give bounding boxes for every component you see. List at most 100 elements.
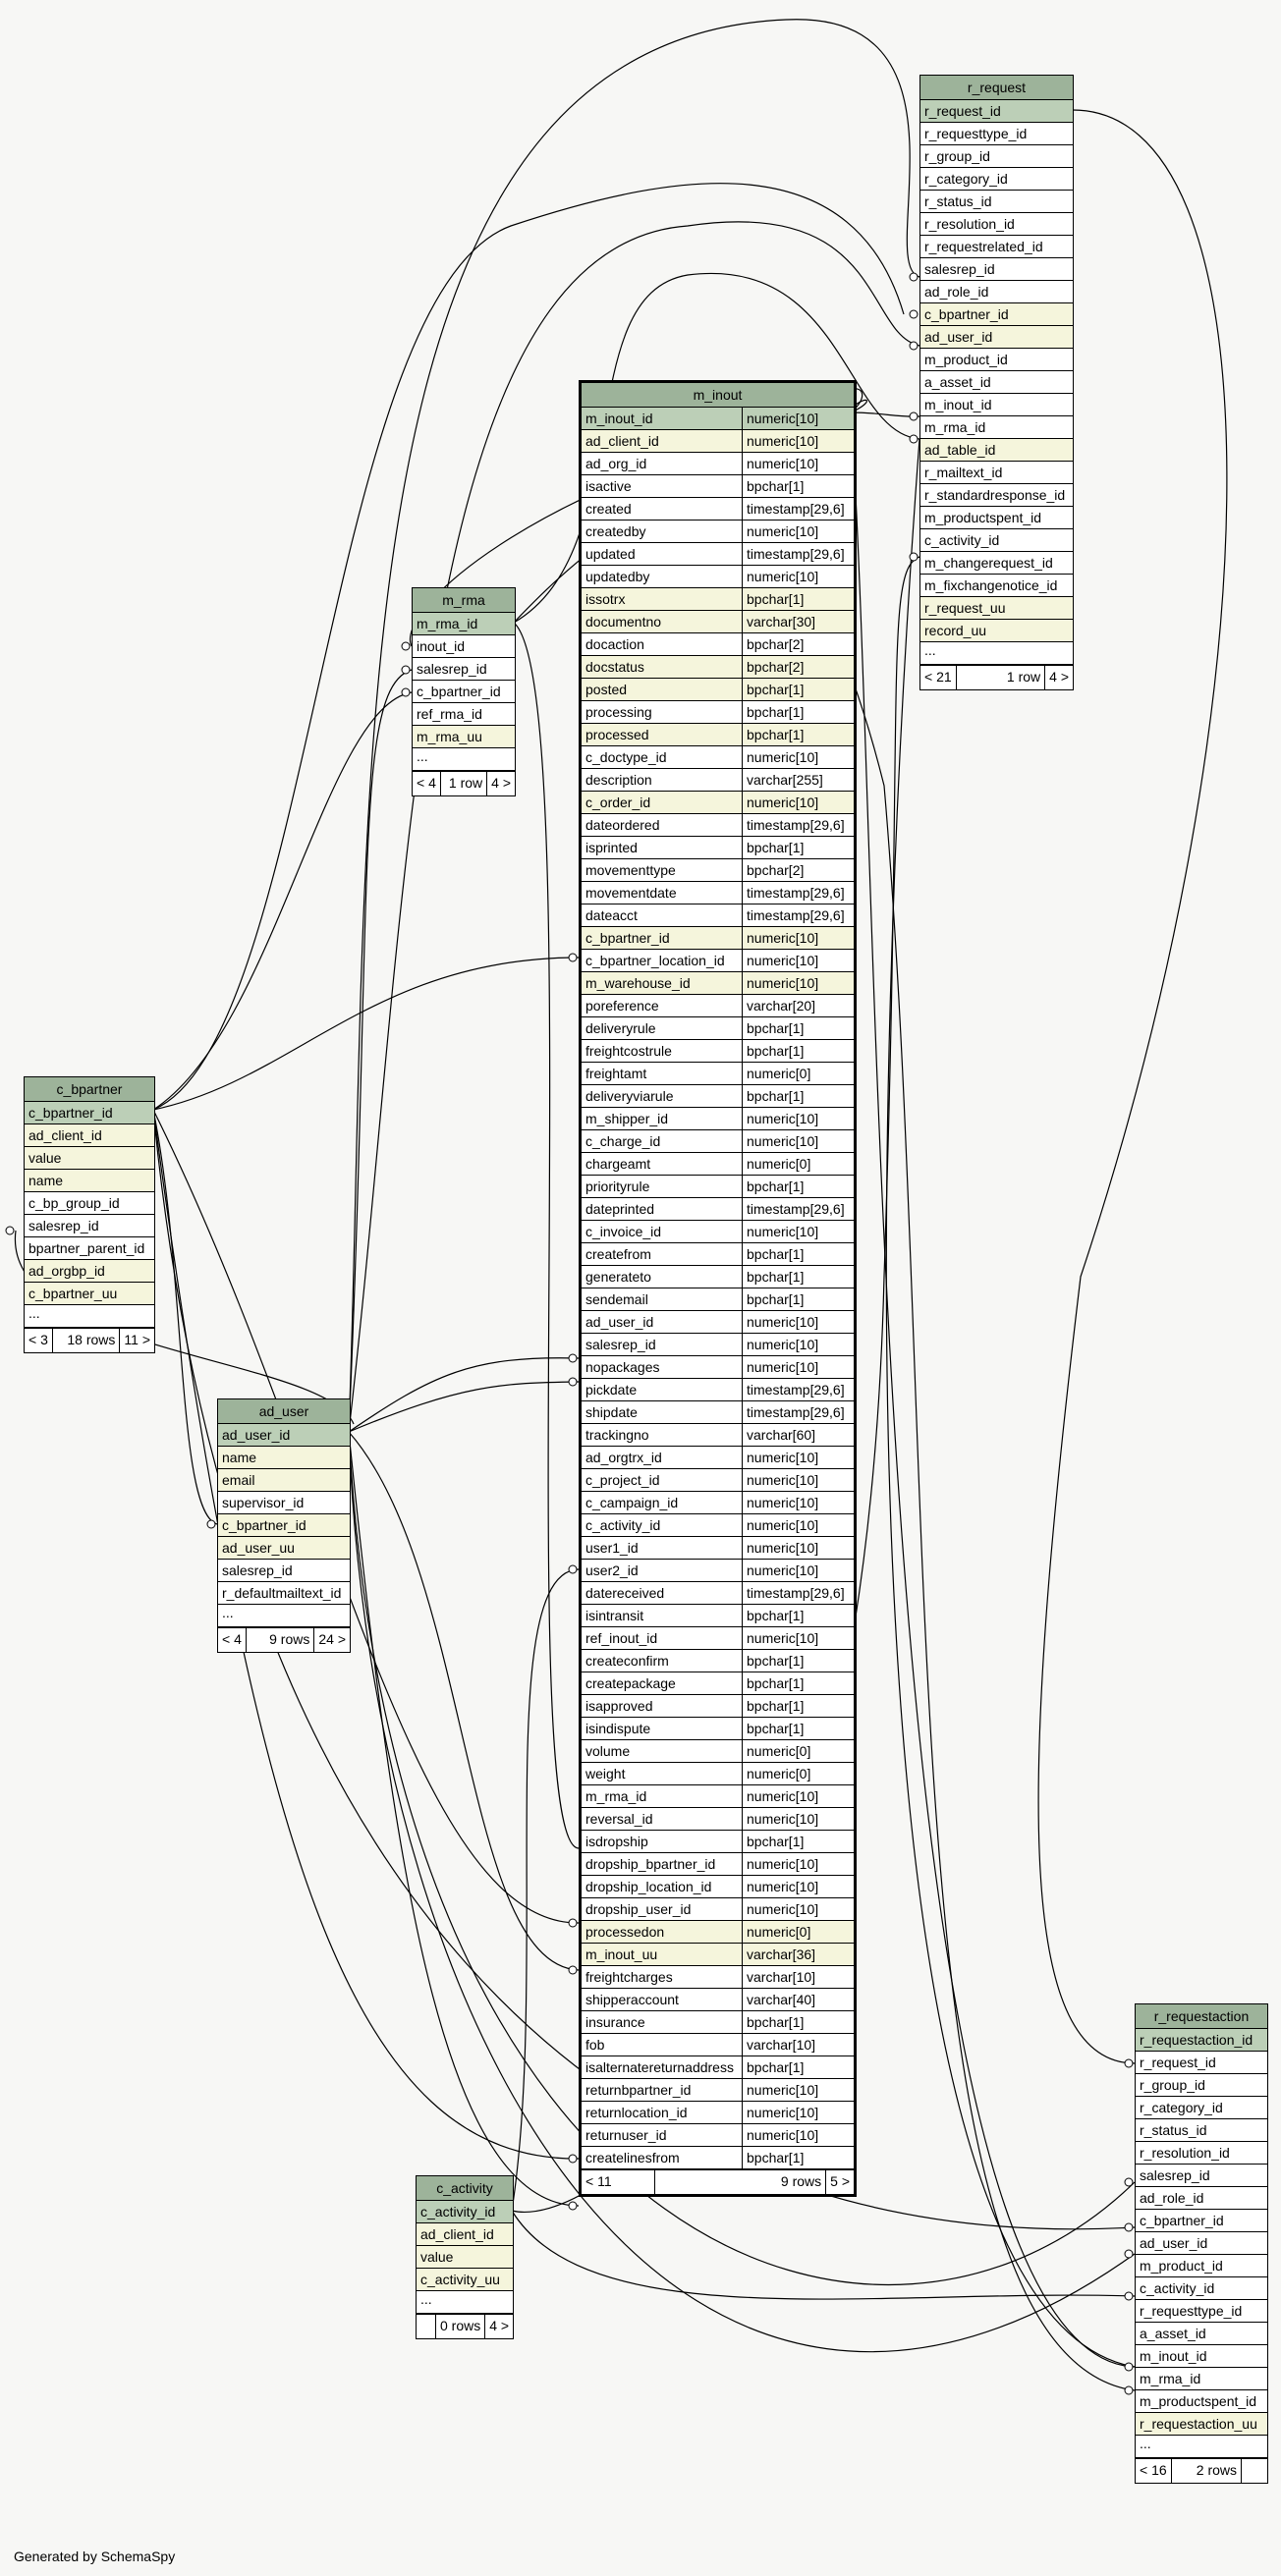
parents-count[interactable]: < 4 [413, 772, 441, 795]
table-title[interactable]: c_bpartner [25, 1077, 154, 1102]
column-type: numeric[10] [747, 433, 819, 449]
fk-marker [568, 2154, 578, 2164]
column-type: bpchar[1] [747, 1291, 805, 1307]
children-count[interactable]: 4 > [1049, 669, 1069, 685]
column-row: m_inout_id [920, 394, 1073, 416]
row-count[interactable]: 1 row [957, 666, 1046, 689]
table-title[interactable]: c_activity [417, 2176, 513, 2201]
children-count[interactable]: 4 > [491, 775, 511, 791]
fk-marker [909, 411, 919, 421]
parents-count[interactable]: < 3 [25, 1329, 53, 1352]
column-name: deliveryrule [582, 1017, 743, 1039]
column-row: m_rma_id [920, 416, 1073, 439]
fk-marker [568, 2201, 578, 2211]
row-count[interactable]: 0 rows [436, 2315, 486, 2338]
column-type: bpchar[1] [747, 1721, 805, 1736]
column-name: shipperaccount [582, 1989, 743, 2010]
row-count[interactable]: 9 rows [247, 1628, 315, 1652]
table-title[interactable]: m_rma [413, 588, 515, 613]
fk-marker [1124, 2249, 1134, 2259]
parents-count[interactable]: < 16 [1136, 2459, 1172, 2483]
column-type: timestamp[29,6] [747, 1382, 845, 1398]
column-row: ad_user_id [1136, 2232, 1267, 2255]
column-row: r_status_id [920, 191, 1073, 213]
relationship-edge [511, 2210, 1136, 2300]
children-count[interactable]: 4 > [489, 2318, 510, 2333]
column-row: c_bpartner_uu [25, 1283, 154, 1305]
column-type: numeric[0] [747, 1766, 811, 1781]
column-name: ... [28, 1305, 40, 1321]
row-count[interactable]: 2 rows [1172, 2459, 1242, 2483]
relationship-edge [152, 957, 580, 1111]
table-title[interactable]: r_requestaction [1136, 2004, 1267, 2029]
table-title[interactable]: m_inout [582, 383, 854, 408]
column-name: m_rma_id [1140, 2371, 1201, 2386]
column-name: processedon [582, 1921, 743, 1943]
row-count[interactable]: 18 rows [53, 1329, 121, 1352]
column-type: numeric[10] [747, 1314, 819, 1330]
column-row: salesrep_id [218, 1560, 350, 1582]
column-type: numeric[10] [747, 1517, 819, 1533]
children-count[interactable]: 24 > [318, 1631, 346, 1647]
column-name: r_requestrelated_id [924, 239, 1043, 254]
column-row: r_group_id [920, 145, 1073, 168]
table-title[interactable]: ad_user [218, 1399, 350, 1424]
column-type: bpchar[2] [747, 636, 805, 652]
column-type: numeric[10] [747, 1111, 819, 1126]
relationship-edge [348, 1357, 580, 1433]
column-name: m_inout_id [582, 408, 743, 429]
column-type: timestamp[29,6] [747, 817, 845, 833]
column-name: updated [582, 543, 743, 565]
column-name: salesrep_id [222, 1562, 293, 1578]
children-count[interactable] [1242, 2459, 1267, 2483]
parents-count[interactable]: < 21 [920, 666, 957, 689]
parents-count[interactable]: < 11 [582, 2170, 655, 2194]
column-row: r_resolution_id [920, 213, 1073, 236]
relationship-edge [152, 183, 905, 1111]
column-name: m_inout_id [924, 397, 992, 412]
children-count[interactable]: 5 > [830, 2173, 850, 2189]
column-name: c_order_id [582, 792, 743, 813]
column-row: c_bpartner_id [1136, 2210, 1267, 2232]
row-count[interactable]: 1 row [441, 772, 488, 795]
column-name: a_asset_id [1140, 2326, 1206, 2341]
column-type: numeric[10] [747, 749, 819, 765]
parents-count[interactable] [417, 2315, 436, 2338]
relationship-edge [348, 1431, 580, 2207]
column-row: supervisor_id [218, 1492, 350, 1514]
column-row: a_asset_id [920, 371, 1073, 394]
row-count[interactable]: 9 rows [655, 2170, 827, 2194]
column-name: c_bpartner_id [1140, 2213, 1224, 2228]
column-type: numeric[10] [747, 569, 819, 584]
column-name: r_requesttype_id [1140, 2303, 1243, 2319]
table-title[interactable]: r_request [920, 76, 1073, 100]
column-row: ad_role_id [1136, 2187, 1267, 2210]
parents-count[interactable]: < 4 [218, 1628, 247, 1652]
more-columns-row: ... [413, 748, 515, 771]
column-row: ad_orgbp_id [25, 1260, 154, 1283]
column-name: documentno [582, 611, 743, 632]
column-name: processing [582, 701, 743, 723]
column-name: name [222, 1450, 257, 1465]
column-type: varchar[20] [747, 998, 816, 1014]
children-count[interactable]: 11 > [124, 1332, 150, 1347]
more-columns-row: ... [417, 2291, 513, 2314]
